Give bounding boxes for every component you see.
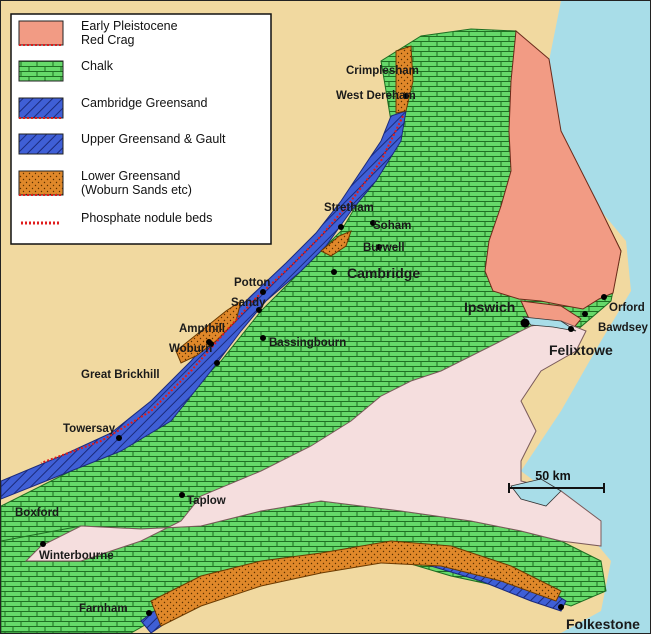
place-dot-bawdsey: [582, 311, 588, 317]
place-dot-orford: [601, 294, 607, 300]
legend-label-phosphate: Phosphate nodule beds: [81, 211, 212, 225]
place-dot-sandy: [256, 307, 262, 313]
place-label-burwell: Burwell: [363, 242, 405, 254]
place-label-bassingbourn: Bassingbourn: [269, 337, 346, 349]
legend-swatch-upper-greensand-gault: [18, 133, 64, 155]
legend-label-red-crag: Early Pleistocene: [81, 19, 178, 33]
london-clay-area: [24, 320, 602, 562]
scale-bar: 50 km: [508, 469, 605, 493]
place-dot-bassingbourn: [260, 335, 266, 341]
place-dot-stretham: [338, 224, 344, 230]
place-label-farnham: Farnham: [79, 603, 128, 615]
place-label-west-dereham: West Dereham: [336, 90, 416, 102]
place-label-sandy: Sandy: [231, 297, 266, 309]
place-label-towersay: Towersay: [63, 423, 116, 435]
place-dot-west-dereham: [403, 93, 409, 99]
legend-swatch-lower-greensand: [18, 170, 64, 196]
place-label-orford: Orford: [609, 302, 645, 314]
place-dot-woburn: [208, 341, 214, 347]
place-label-felixtowe: Felixtowe: [549, 342, 613, 358]
place-dot-farnham: [146, 610, 152, 616]
place-label-soham: Soham: [373, 220, 411, 232]
place-dot-potton: [260, 289, 266, 295]
place-dot-cambridge: [331, 269, 337, 275]
place-dot-winterbourne: [40, 541, 46, 547]
place-label-cambridge: Cambridge: [347, 265, 420, 281]
lower-greensand-middle: [175, 299, 242, 364]
place-dot-towersay: [116, 435, 122, 441]
place-dot-burwell: [376, 244, 382, 250]
legend-label-chalk: Chalk: [81, 59, 114, 73]
phosphate-line: [40, 115, 404, 464]
place-dot-soham: [370, 220, 376, 226]
red-crag-area: [484, 30, 622, 310]
place-label-winterbourne: Winterbourne: [39, 550, 114, 562]
place-dot-taplow: [179, 492, 185, 498]
place-label-potton: Potton: [234, 277, 270, 289]
place-dot-folkestone: [558, 604, 564, 610]
estuary-thames: [510, 478, 562, 507]
greensand-belt: [1, 110, 407, 500]
place-label-crimplesham: Crimplesham: [346, 65, 419, 77]
place-label-bawdsey: Bawdsey: [598, 322, 648, 334]
place-label-woburn: Woburn: [169, 343, 212, 355]
legend-label-lower-greensand: Lower Greensand: [81, 169, 180, 183]
legend-swatch-chalk: [18, 60, 64, 82]
legend-label-upper-greensand-gault: Upper Greensand & Gault: [81, 132, 226, 146]
lower-greensand-stretham: [320, 230, 352, 257]
estuary-ipswich: [521, 316, 577, 332]
place-label-ampthill: Ampthill: [179, 323, 225, 335]
place-dot-felixtowe: [568, 326, 574, 332]
place-label-boxford: Boxford: [15, 507, 59, 519]
place-label-taplow: Taplow: [187, 495, 226, 507]
scale-label: 50 km: [535, 469, 570, 483]
legend-label-cambridge-greensand: Cambridge Greensand: [81, 96, 208, 110]
legend-label-red-crag: Red Crag: [81, 33, 135, 47]
place-dot-great-brickhill: [214, 360, 220, 366]
lower-greensand-south: [150, 540, 562, 627]
legend-swatch-red-crag: [18, 20, 64, 46]
place-label-folkestone: Folkestone: [566, 616, 640, 632]
place-label-great-brickhill: Great Brickhill: [81, 369, 160, 381]
place-label-stretham: Stretham: [324, 202, 374, 214]
place-label-ipswich: Ipswich: [464, 299, 515, 315]
legend-swatch-cambridge-greensand: [18, 97, 64, 119]
legend-label-lower-greensand: (Woburn Sands etc): [81, 183, 192, 197]
place-dot-ipswich: [520, 318, 530, 328]
